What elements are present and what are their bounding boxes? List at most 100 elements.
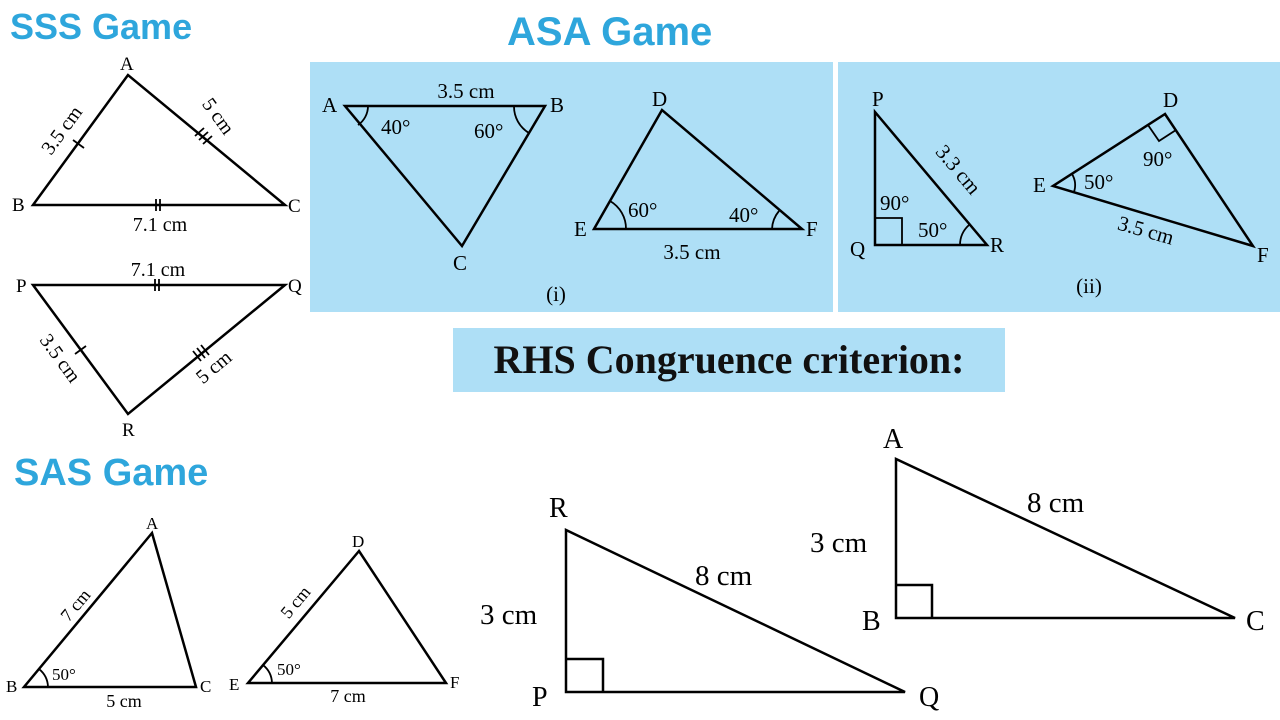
sss-abc-label-ac: 5 cm: [197, 94, 238, 139]
sss-abc-outline: [30, 73, 289, 207]
asa-1-triangle-abc: A B C 3.5 cm 40° 60°: [322, 79, 564, 275]
sas-def-outline: [245, 548, 449, 685]
sas-vertex-d: D: [352, 532, 364, 551]
rhs-rpq-label-rp: 3 cm: [480, 599, 538, 631]
sas-abc-label-ab: 7 cm: [56, 585, 94, 625]
sas-abc-label-bc: 5 cm: [106, 691, 142, 711]
asa-2-pqr-right-angle-q: [875, 217, 903, 245]
sss-pqr-label-pq: 7.1 cm: [131, 259, 186, 281]
asa-2-def-label-ef: 3.5 cm: [1115, 211, 1177, 250]
asa-1-abc-angle-b: 60°: [474, 119, 503, 143]
asa-2-pqr-outline: [873, 108, 990, 247]
sss-vertex-p: P: [16, 276, 27, 297]
sas-game-heading: SAS Game: [14, 452, 209, 494]
sss-triangle-pqr: P Q R 7.1 cm 3.5 cm 5 cm: [16, 259, 302, 441]
rhs-abc-outline: [894, 457, 1236, 620]
asa-2-vertex-e: E: [1033, 173, 1046, 197]
sss-abc-tick-ab: [72, 139, 85, 149]
sas-def-angle-e: 50°: [277, 660, 301, 679]
sss-pqr-label-qr: 5 cm: [192, 346, 237, 388]
asa-1-abc-angle-a: 40°: [381, 115, 410, 139]
rhs-vertex-r: R: [549, 493, 568, 524]
sss-pqr-tick-pr: [74, 345, 87, 355]
asa-2-def-outline: [1050, 112, 1256, 249]
asa-game-heading: ASA Game: [507, 10, 713, 54]
asa-1-def-outline: [591, 108, 806, 231]
sas-abc-angle-b: 50°: [52, 665, 76, 684]
sss-vertex-q: Q: [288, 276, 302, 297]
rhs-vertex-p: P: [532, 682, 548, 713]
sss-triangle-abc: A B C 3.5 cm 5 cm 7.1 cm: [12, 54, 301, 236]
sas-vertex-f: F: [450, 673, 459, 692]
rhs-triangle-rpq: R P Q 3 cm 8 cm: [480, 493, 939, 713]
sss-game-heading: SSS Game: [10, 6, 193, 47]
sas-triangle-abc: A B C 7 cm 50° 5 cm: [6, 514, 211, 711]
sas-vertex-a: A: [146, 514, 159, 533]
sss-pqr-tick-qr: [192, 344, 210, 362]
sss-abc-label-bc: 7.1 cm: [133, 214, 188, 236]
asa-1-vertex-a: A: [322, 93, 338, 117]
rhs-triangle-abc: A B C 3 cm 8 cm: [810, 424, 1265, 637]
rhs-abc-label-ac: 8 cm: [1027, 487, 1085, 519]
asa-1-vertex-e: E: [574, 217, 587, 241]
asa-2-vertex-p: P: [872, 87, 884, 111]
sss-vertex-b: B: [12, 195, 25, 216]
sss-pqr-label-pr: 3.5 cm: [35, 330, 85, 387]
sas-vertex-c: C: [200, 677, 211, 696]
asa-2-pqr-angle-q: 90°: [880, 191, 909, 215]
asa-1-triangle-def: D E F 60° 40° 3.5 cm: [574, 87, 818, 264]
asa-figure-1-panel: [310, 62, 833, 312]
rhs-vertex-c: C: [1246, 606, 1265, 637]
asa-2-vertex-r: R: [990, 233, 1004, 257]
asa-1-def-arc-f: [771, 210, 780, 230]
asa-2-vertex-d: D: [1163, 88, 1178, 112]
rhs-abc-label-ab: 3 cm: [810, 527, 868, 559]
asa-2-def-angle-d: 90°: [1143, 147, 1172, 171]
asa-2-pqr-arc-r: [959, 224, 970, 246]
asa-2-pqr-angle-r: 50°: [918, 218, 947, 242]
asa-1-def-label-ef: 3.5 cm: [663, 240, 720, 264]
sas-def-label-de: 5 cm: [276, 582, 314, 622]
sss-vertex-a: A: [120, 54, 134, 75]
asa-1-vertex-b: B: [550, 93, 564, 117]
asa-2-triangle-pqr: P Q R 3.3 cm 90° 50°: [850, 87, 1004, 261]
rhs-abc-right-angle-b: [896, 583, 934, 618]
sss-pqr-tick-pq: [154, 279, 160, 291]
sas-vertex-e: E: [229, 675, 239, 694]
asa-1-def-angle-f: 40°: [729, 203, 758, 227]
asa-2-def-arc-e: [1071, 173, 1076, 193]
sas-vertex-b: B: [6, 677, 17, 696]
sas-def-label-ef: 7 cm: [330, 686, 366, 706]
sss-abc-tick-bc: [155, 199, 161, 211]
asa-1-def-arc-e: [609, 200, 627, 230]
sas-def-arc-e: [262, 664, 273, 684]
asa-caption-i: (i): [546, 282, 566, 306]
asa-1-vertex-f: F: [806, 217, 818, 241]
sas-triangle-def: D E F 5 cm 50° 7 cm: [229, 532, 459, 706]
rhs-vertex-b: B: [862, 606, 881, 637]
sss-vertex-c: C: [288, 196, 301, 217]
asa-2-vertex-q: Q: [850, 237, 865, 261]
rhs-rpq-outline: [564, 528, 906, 694]
asa-1-vertex-d: D: [652, 87, 667, 111]
asa-1-abc-arc-b: [513, 105, 530, 134]
asa-1-def-angle-e: 60°: [628, 198, 657, 222]
rhs-rpq-right-angle-p: [566, 657, 605, 692]
rhs-heading-box: RHS Congruence criterion:: [453, 328, 1005, 392]
asa-1-abc-outline: [342, 104, 548, 249]
asa-caption-ii: (ii): [1076, 274, 1102, 298]
rhs-heading: RHS Congruence criterion:: [493, 337, 965, 382]
asa-2-pqr-label-pr: 3.3 cm: [931, 140, 986, 199]
sss-abc-label-ab: 3.5 cm: [37, 102, 87, 159]
rhs-rpq-label-rq: 8 cm: [695, 560, 753, 592]
sas-abc-arc-b: [38, 668, 49, 688]
rhs-vertex-a: A: [883, 424, 904, 455]
sss-vertex-r: R: [122, 420, 135, 441]
rhs-vertex-q: Q: [919, 682, 939, 713]
asa-2-def-angle-e: 50°: [1084, 170, 1113, 194]
asa-1-vertex-c: C: [453, 251, 467, 275]
asa-2-vertex-f: F: [1257, 243, 1269, 267]
sas-abc-outline: [21, 530, 198, 689]
asa-2-def-right-angle-d: [1147, 124, 1177, 143]
